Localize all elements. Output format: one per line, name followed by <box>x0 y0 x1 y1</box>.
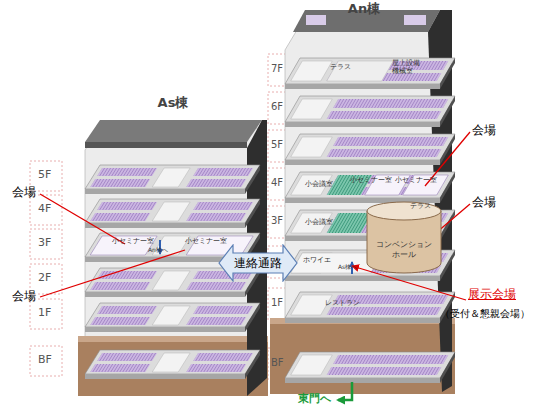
floor-label: 5F <box>38 169 51 181</box>
floor-box <box>30 346 62 376</box>
callout-note: （受付＆懇親会場） <box>440 308 530 319</box>
callout-label: 会場 <box>12 186 36 199</box>
route-arrow <box>338 382 352 400</box>
room-label: 小セミナー室 <box>350 177 392 185</box>
callout-label: 会場 <box>472 124 496 137</box>
floor-label: 5F <box>271 139 283 150</box>
floor-label: BF <box>271 357 284 368</box>
floor-box <box>30 299 62 329</box>
floor-box <box>30 195 62 225</box>
cylinder-top <box>367 202 441 220</box>
ground <box>270 318 455 394</box>
floor-slab <box>285 172 455 203</box>
room-label: 屋上設備機械室 <box>392 60 422 75</box>
floor-label: 3F <box>271 215 283 226</box>
building-block: As棟 <box>78 94 268 394</box>
terrace-area <box>327 61 394 81</box>
leader-line <box>40 194 125 244</box>
roof-front <box>85 142 247 148</box>
floor-slab <box>85 199 260 228</box>
room-label: テラス <box>330 64 351 72</box>
hall-cylinder: コンベンションホール <box>365 200 443 275</box>
room-label: テラス <box>410 203 431 211</box>
roof-room <box>306 15 326 25</box>
hall-name: コンベンションホール <box>375 240 433 260</box>
ground-top <box>78 336 268 342</box>
link-arrow-shape: 連絡通路 <box>218 244 298 282</box>
floor-label: 1F <box>271 297 283 308</box>
roof-room <box>404 15 426 25</box>
cylinder-outline <box>365 200 443 275</box>
floor-slab <box>285 352 455 383</box>
callout-label: 展示会場 <box>468 288 516 301</box>
room-label: 小会議室 <box>305 219 333 227</box>
room-label: ホワイエ <box>303 257 331 265</box>
floor-slab <box>85 165 260 194</box>
room-label: 小会議室 <box>305 181 333 189</box>
ground <box>78 336 268 396</box>
terrace <box>327 61 394 81</box>
room-label: As棟へ <box>338 264 357 271</box>
floor-box <box>30 229 62 259</box>
floor-slab <box>85 350 260 379</box>
callout-label: 会場 <box>12 290 36 303</box>
room <box>90 236 157 255</box>
floor-label: 4F <box>38 203 51 215</box>
floor-slab <box>285 292 455 323</box>
room-label: 小セミナー室 <box>112 238 154 246</box>
room-label: レストラン <box>325 300 360 308</box>
floor-label: 4F <box>271 177 283 188</box>
building-name: As棟 <box>78 94 268 112</box>
roof <box>85 120 262 142</box>
floor-label: 6F <box>271 101 283 112</box>
room-label: An棟へ <box>148 247 168 254</box>
direction-label: 東門へ <box>298 393 331 405</box>
floor-slab <box>85 303 260 332</box>
double-arrow <box>219 245 297 281</box>
floor-slab <box>285 96 455 127</box>
building-name: An棟 <box>270 0 458 18</box>
room <box>327 213 373 233</box>
leader-line <box>40 250 185 297</box>
floor-label: 2F <box>38 272 51 284</box>
room-label: 小セミナー室 <box>395 177 437 185</box>
floor-label: 3F <box>38 237 51 249</box>
floor-label: 1F <box>38 307 51 319</box>
meeting-rooms <box>327 175 449 195</box>
meeting-rooms <box>327 213 373 233</box>
room-label: 小セミナー室 <box>185 238 227 246</box>
callout-label: 会場 <box>472 196 496 209</box>
floor-label: BF <box>38 354 52 366</box>
floor-slab <box>285 58 455 89</box>
link-name: 連絡通路 <box>218 255 298 271</box>
floor-label: 7F <box>271 63 283 74</box>
floor-slab <box>285 134 455 165</box>
